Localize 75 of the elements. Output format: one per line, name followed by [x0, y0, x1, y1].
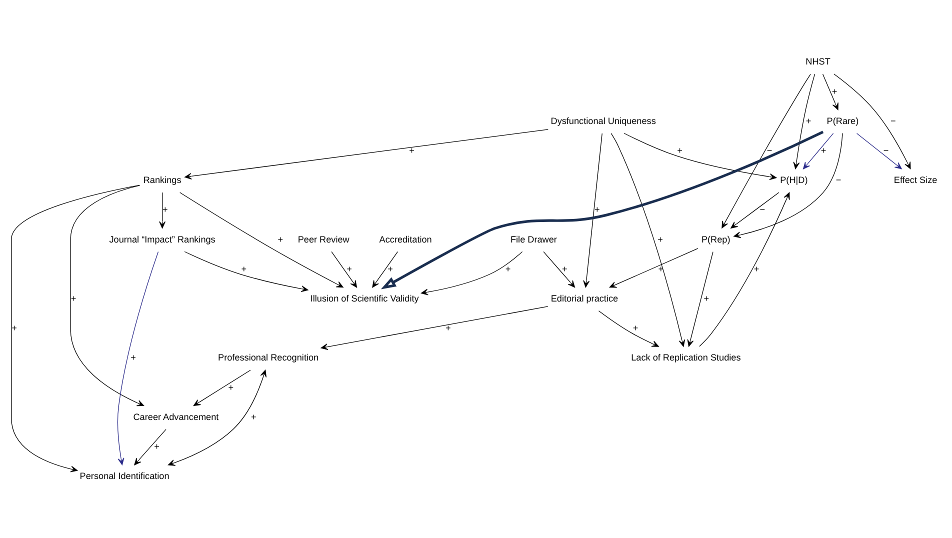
node-text: Peer Review: [298, 234, 350, 244]
arrow: [834, 73, 911, 169]
edge-label: +: [677, 145, 682, 156]
arrow: [722, 73, 811, 228]
arrow: [184, 128, 548, 179]
edge-label: −: [836, 174, 842, 185]
arrow: [803, 132, 834, 169]
arrow: [624, 132, 777, 180]
edge-label: −: [890, 115, 896, 126]
edge-label: +: [632, 322, 638, 333]
node-text: File Drawer: [510, 234, 557, 244]
arrow: [856, 132, 902, 169]
arrow: [687, 250, 714, 346]
arrow: [180, 192, 344, 288]
edge-label: +: [346, 263, 352, 274]
arrow: [583, 132, 602, 288]
edge-label: +: [241, 263, 247, 274]
arrow: [11, 184, 140, 472]
edge-label: +: [704, 293, 710, 304]
node-text: Professional Recognition: [218, 352, 319, 362]
node-text: P(Rare): [826, 115, 859, 126]
node-text: Editorial practice: [550, 293, 618, 304]
node-text: Accreditation: [379, 234, 432, 244]
edge-label: +: [12, 322, 17, 333]
arrow: [159, 192, 166, 228]
edge-label: +: [154, 440, 160, 451]
edge-label: +: [505, 263, 511, 274]
edge-label: +: [228, 382, 234, 392]
edge-label: +: [806, 115, 812, 126]
node-text: Effect Size: [894, 174, 938, 185]
edge-label: +: [832, 86, 838, 96]
edge-label: +: [278, 234, 284, 244]
arrow: [598, 310, 659, 346]
node-text: NHST: [806, 56, 830, 66]
arrow: [699, 192, 790, 346]
edge-label: +: [409, 145, 414, 156]
edge-label: +: [820, 145, 826, 156]
edge-label: +: [446, 322, 451, 333]
edge-label: +: [388, 263, 393, 274]
node-text: Lack of Replication Studies: [631, 352, 741, 362]
arrow: [134, 428, 166, 465]
node-text: Personal Identification: [80, 470, 170, 481]
arrow: [372, 250, 398, 288]
node-text: Journal “Impact” Rankings: [109, 234, 216, 244]
arrow: [117, 250, 159, 465]
arrow: [184, 250, 308, 292]
arrow: [320, 306, 548, 350]
edge-label: +: [658, 234, 663, 244]
arrow: [70, 184, 144, 406]
edge-label: +: [562, 263, 568, 274]
arrow: [730, 192, 780, 228]
node-text: P(H|D): [780, 174, 808, 185]
edge-label: −: [883, 145, 889, 156]
node-text: Rankings: [143, 174, 182, 185]
node-text: Career Advancement: [133, 411, 219, 422]
node-text: Illusion of Scientific Validity: [310, 293, 419, 304]
arrow: [420, 250, 523, 295]
arrow: [822, 73, 838, 110]
node-text: Dysfunctional Uniqueness: [550, 115, 656, 126]
arrow: [543, 250, 576, 288]
edge-label: +: [162, 204, 168, 214]
edge-label: −: [760, 204, 766, 214]
edge-label: +: [594, 204, 600, 214]
arrow: [168, 369, 267, 466]
arrow: [193, 369, 251, 406]
edge-label: +: [251, 411, 256, 422]
node-text: P(Rep): [701, 234, 730, 244]
arrow: [610, 132, 686, 346]
arrow: [734, 132, 843, 238]
edge-label: −: [766, 145, 772, 156]
arrow: [331, 250, 358, 288]
edge-label: +: [70, 293, 76, 304]
arrow: [793, 73, 816, 169]
edge-label: +: [130, 352, 136, 362]
edge-label: +: [754, 263, 760, 274]
